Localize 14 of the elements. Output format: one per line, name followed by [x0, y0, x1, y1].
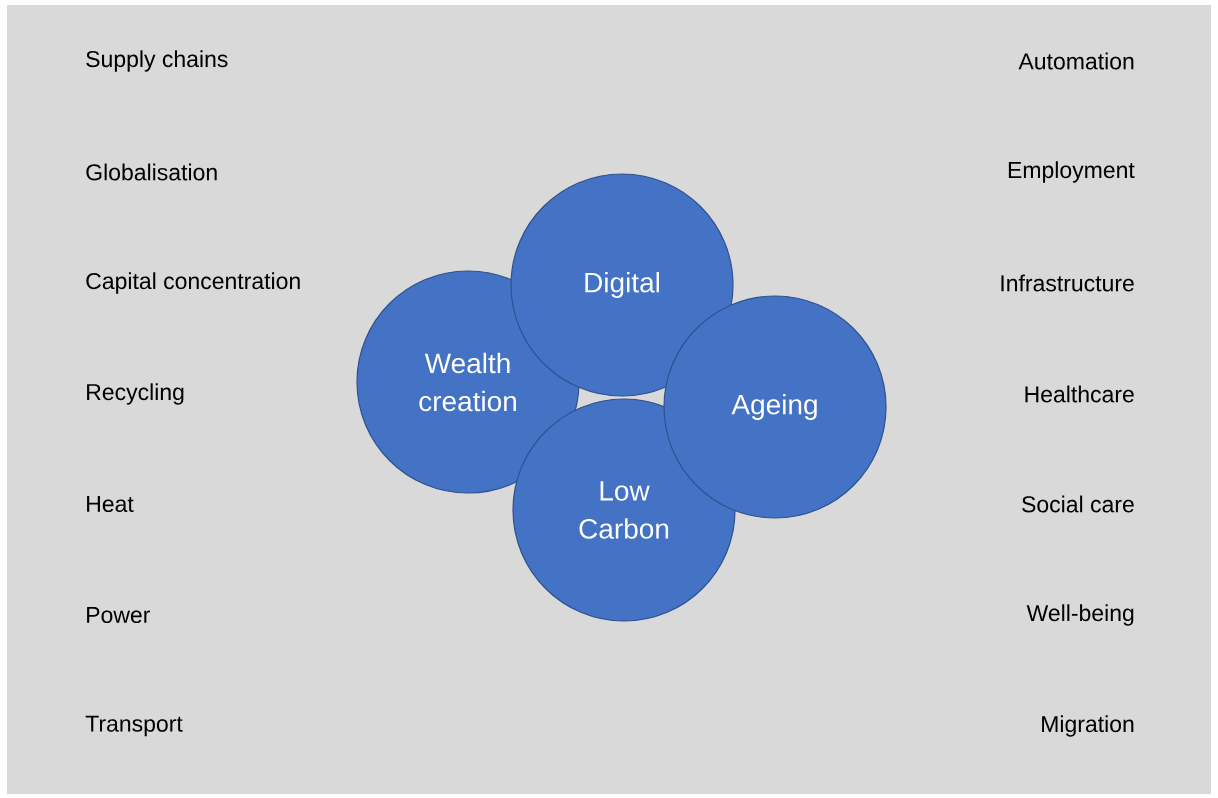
label: Well-being: [1026, 604, 1134, 626]
label: Migration: [1042, 715, 1134, 737]
label: Employment: [1008, 161, 1135, 183]
label: Social care: [1022, 495, 1134, 513]
label: Supply chains: [86, 50, 228, 72]
label: Infrastructure: [1001, 274, 1134, 292]
label: Healthcare: [1025, 385, 1134, 403]
label: Power: [87, 607, 150, 624]
label: Globalisation: [86, 163, 217, 181]
label: Capital concentration: [86, 272, 300, 294]
label: Automation: [1018, 52, 1134, 70]
label: Transport: [85, 715, 183, 737]
label: Recycling: [87, 383, 184, 405]
label: Heat: [87, 496, 134, 513]
